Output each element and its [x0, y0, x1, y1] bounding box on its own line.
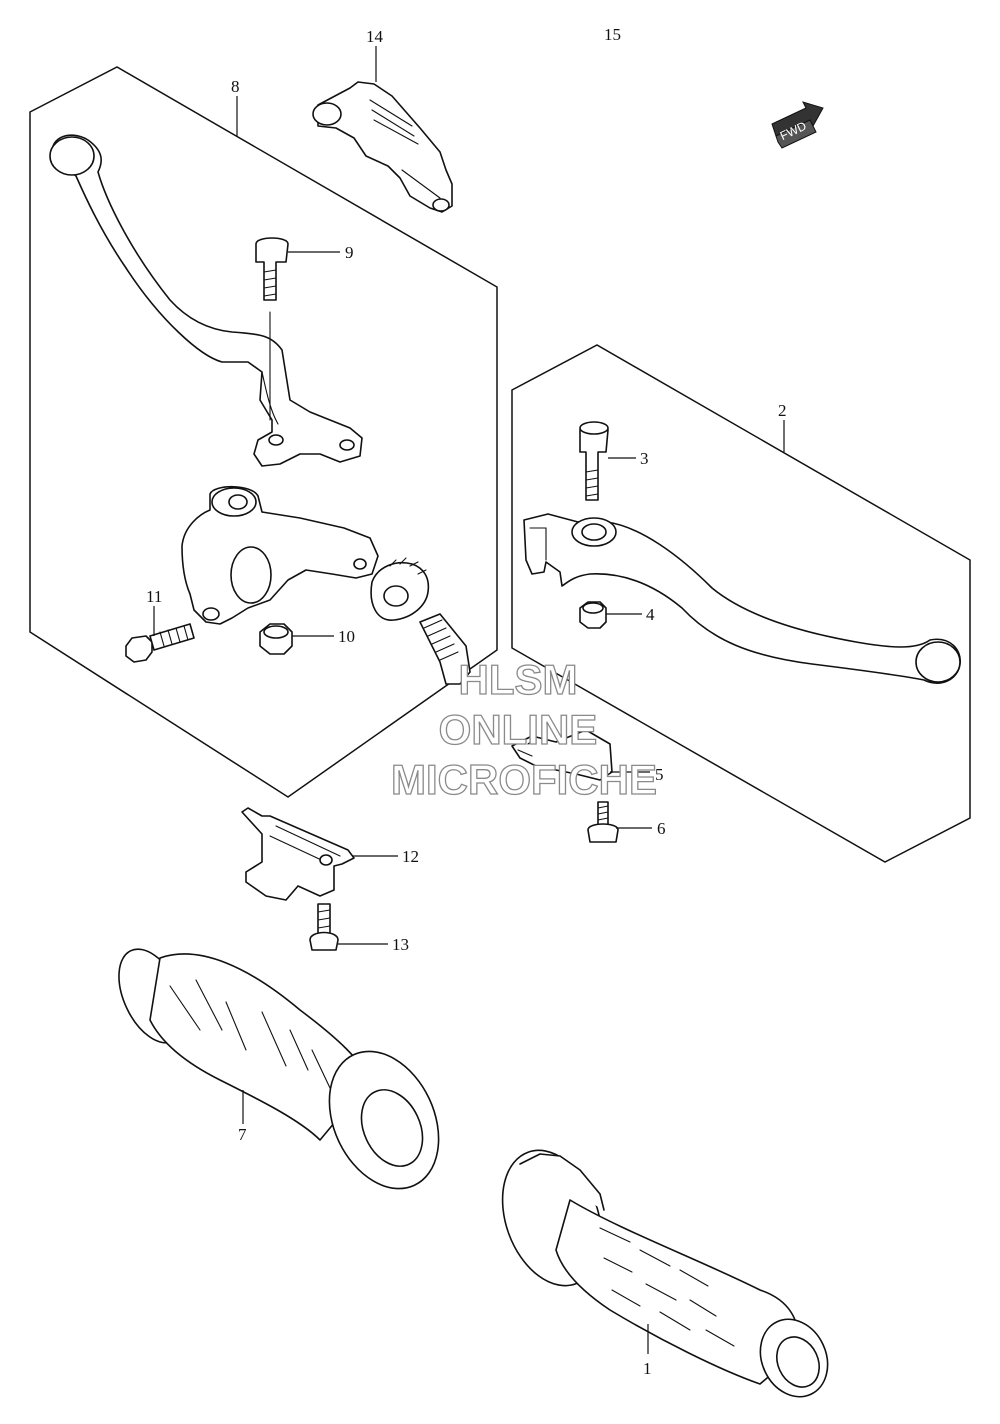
adjuster-screw-part[interactable] — [419, 613, 471, 685]
pivot-bolt-part-3[interactable] — [579, 421, 609, 501]
callout-labels: 1 2 3 4 5 6 7 8 9 10 11 12 13 14 15 — [146, 25, 787, 1378]
switch-part-12[interactable] — [241, 807, 355, 901]
callout-11: 11 — [146, 587, 162, 606]
watermark-line-1: HLSM — [459, 656, 578, 703]
callout-8: 8 — [231, 77, 240, 96]
callout-6: 6 — [657, 819, 666, 838]
callout-12: 12 — [402, 847, 419, 866]
group-box-right-lever — [511, 344, 971, 863]
callout-2: 2 — [778, 401, 787, 420]
lever-holder-part[interactable] — [181, 485, 379, 625]
watermark-line-2: ONLINE — [439, 706, 598, 753]
callout-3: 3 — [640, 449, 649, 468]
callout-13: 13 — [392, 935, 409, 954]
callout-10: 10 — [338, 627, 355, 646]
callout-14: 14 — [366, 27, 384, 46]
adjuster-ring-part[interactable] — [370, 557, 430, 621]
clutch-switch-part[interactable] — [312, 81, 453, 213]
screw-part-13[interactable] — [309, 903, 339, 951]
left-lever-part[interactable] — [49, 134, 363, 467]
callout-5: 5 — [655, 765, 664, 784]
nut-part-4[interactable] — [579, 601, 607, 629]
left-grip-part[interactable] — [105, 939, 459, 1207]
group-box-left-lever — [29, 66, 498, 798]
callout-4: 4 — [646, 605, 655, 624]
fwd-arrow-icon: FWD — [771, 101, 824, 149]
watermark: HLSM ONLINE MICROFICHE — [390, 655, 657, 803]
callout-7: 7 — [238, 1125, 247, 1144]
right-grip-part[interactable] — [485, 1136, 840, 1407]
leader-lines — [153, 46, 785, 1354]
watermark-line-3: MICROFICHE — [391, 756, 657, 803]
right-lever-part[interactable] — [523, 513, 961, 684]
callout-15: 15 — [604, 25, 621, 44]
pivot-bolt-part-9[interactable] — [255, 237, 289, 421]
nut-part-10[interactable] — [259, 623, 293, 655]
brake-switch-part[interactable] — [511, 729, 613, 781]
screw-part-6[interactable] — [587, 801, 619, 843]
callout-9: 9 — [345, 243, 354, 262]
bolt-part-11[interactable] — [125, 623, 195, 663]
callout-1: 1 — [643, 1359, 652, 1378]
